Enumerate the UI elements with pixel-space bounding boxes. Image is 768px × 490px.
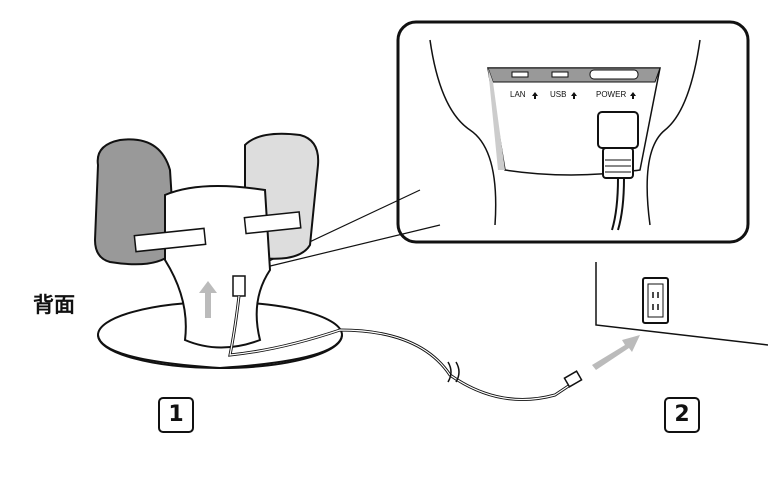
inset-panel: LAN USB POWER [396,20,750,244]
step-number-1: 1 [158,397,194,433]
up-arrow-icon [199,281,217,318]
insert-arrow-icon [592,335,640,370]
back-side-label: 背面 [33,293,75,317]
plug-icon [563,370,583,388]
port-label-usb: USB [550,90,566,99]
wall-outlet [592,262,768,370]
step-number-2: 2 [664,397,700,433]
power-plug-closeup [597,111,639,231]
port-label-lan: LAN [510,90,526,99]
device-illustration [93,132,583,401]
port-label-power: POWER [596,90,626,99]
